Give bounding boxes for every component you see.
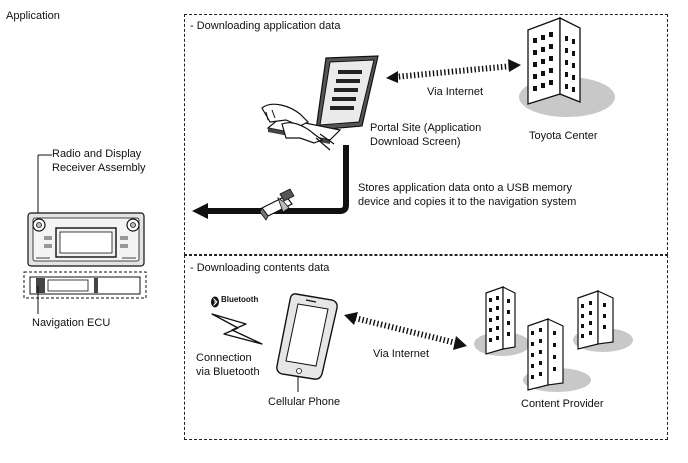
- stores-application-data-label: Stores application data onto a USB memor…: [358, 181, 576, 209]
- section-application-heading: - Downloading application data: [190, 20, 341, 32]
- stores-line2: device and copies it to the navigation s…: [358, 196, 577, 208]
- toyota-center-building-icon: [519, 16, 615, 117]
- internet-link-top-icon: [386, 59, 521, 83]
- content-provider-buildings-icon: [474, 286, 633, 392]
- connection-line1: Connection: [196, 352, 252, 364]
- navigation-ecu-icon: [23, 271, 147, 314]
- portal-site-label: Portal Site (Application Download Screen…: [370, 121, 481, 149]
- radio-line2: Receiver Assembly: [52, 162, 146, 174]
- radio-display-label: Radio and Display Receiver Assembly: [52, 147, 146, 175]
- via-internet-label-top: Via Internet: [427, 86, 484, 98]
- laptop-icon: [261, 55, 379, 151]
- section-application-download: [184, 14, 668, 255]
- page-title: Application: [6, 10, 60, 22]
- bluetooth-logo-icon: [211, 296, 219, 308]
- section-contents-heading: - Downloading contents data: [190, 262, 330, 274]
- bluetooth-logo-text: Bluetooth: [221, 295, 259, 304]
- internet-link-bottom-icon: [344, 312, 467, 350]
- usb-memory-icon: [259, 188, 295, 221]
- cellular-phone-label: Cellular Phone: [268, 396, 341, 408]
- radio-line1: Radio and Display: [52, 148, 142, 160]
- stores-line1: Stores application data onto a USB memor…: [358, 182, 573, 194]
- connection-via-bluetooth-label: Connection via Bluetooth: [196, 351, 260, 379]
- toyota-center-label: Toyota Center: [529, 130, 598, 142]
- section-contents-download: [184, 255, 668, 440]
- via-internet-label-bottom: Via Internet: [373, 348, 430, 360]
- portal-site-line1: Portal Site (Application: [370, 122, 482, 134]
- cellular-phone-icon: [276, 293, 338, 380]
- radio-display-receiver-icon: [27, 154, 145, 267]
- connection-line2: via Bluetooth: [196, 366, 260, 378]
- portal-site-line2: Download Screen): [370, 136, 461, 148]
- content-provider-label: Content Provider: [521, 398, 604, 410]
- usb-transfer-arrow-icon: [192, 145, 349, 219]
- navigation-ecu-label: Navigation ECU: [32, 317, 111, 329]
- wireless-signal-icon: [211, 313, 263, 345]
